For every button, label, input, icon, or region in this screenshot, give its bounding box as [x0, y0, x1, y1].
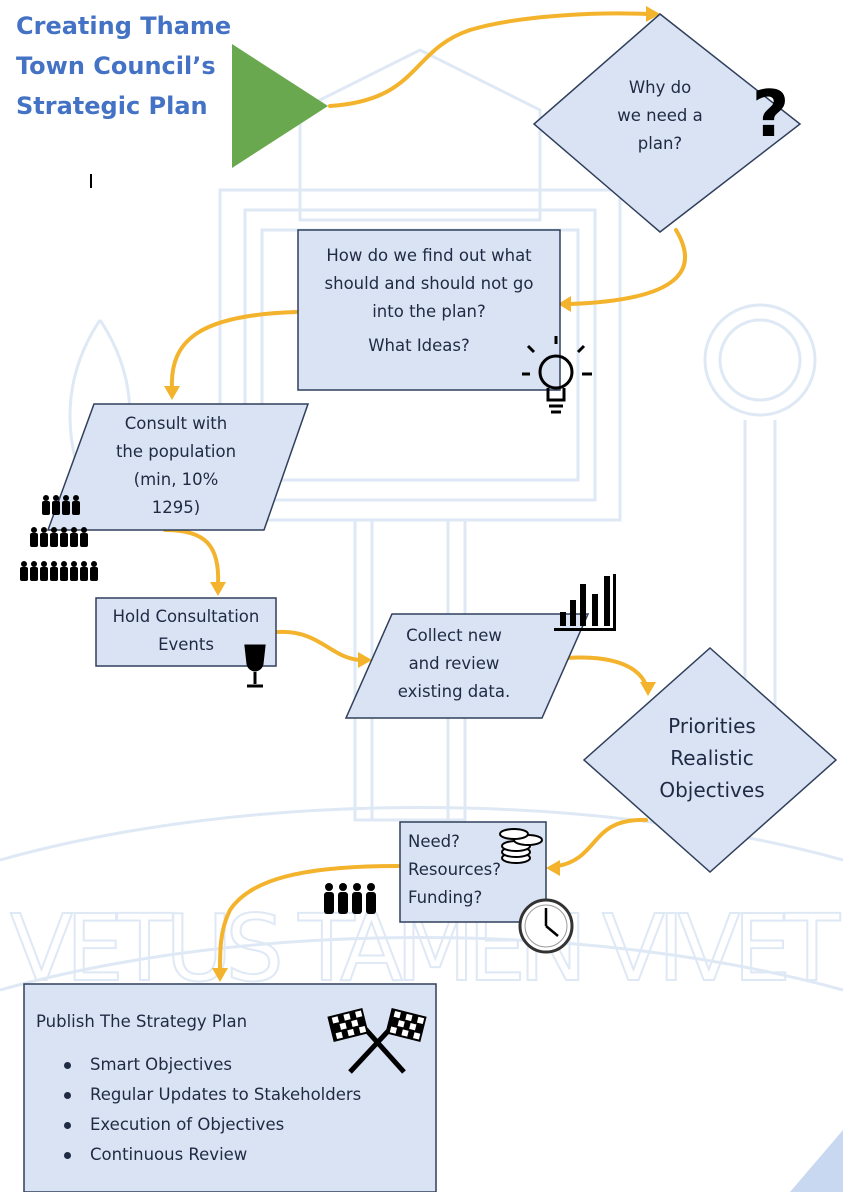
why-diamond: [532, 13, 802, 233]
consult-line: Consult with: [124, 414, 228, 433]
bar-chart-icon: [554, 574, 616, 631]
connector-priorities-to-need: [556, 817, 648, 868]
collect-line: existing data.: [397, 682, 511, 701]
consult-line: the population: [115, 442, 237, 461]
lightbulb-icon: [522, 336, 592, 414]
publish-title: Publish The Strategy Plan: [36, 1012, 248, 1031]
arrowhead-publish: [212, 968, 228, 982]
collect-label: Collect new and review existing data.: [384, 622, 524, 706]
consult-line: (min, 10%: [133, 470, 219, 489]
priorities-line: Objectives: [659, 778, 765, 802]
connector-consult-to-events: [163, 528, 221, 587]
arrowhead-need: [546, 860, 560, 876]
arrowhead-find: [558, 296, 571, 312]
find-box: [297, 229, 561, 391]
connector-why-to-find: [568, 228, 687, 306]
arrowhead-consult: [164, 386, 180, 400]
connector-collect-to-priorities: [564, 655, 648, 687]
clock-icon: [518, 898, 574, 954]
collect-line: Collect new: [406, 626, 502, 645]
publish-list: Smart Objectives Regular Updates to Stak…: [60, 1050, 361, 1170]
publish-box: [23, 983, 437, 1192]
title-line: Strategic Plan: [16, 92, 208, 120]
need-line: Resources?: [408, 860, 502, 879]
title-line: Town Council’s: [16, 52, 216, 80]
why-line: we need a: [617, 106, 703, 125]
find-line: should and should not go: [324, 274, 534, 293]
arrowhead-priorities: [640, 682, 656, 696]
arrowhead-collect: [358, 652, 372, 668]
checkered-flags-icon: [327, 1008, 427, 1074]
consult-label: Consult with the population (min, 10% 12…: [96, 410, 256, 522]
crowd-icon: [20, 495, 98, 581]
arrowhead-events: [210, 582, 226, 596]
connector-find-to-consult: [169, 310, 298, 390]
connector-need-to-publish: [218, 864, 400, 972]
find-line: into the plan?: [372, 302, 486, 321]
find-label: How do we find out what should and shoul…: [298, 242, 560, 360]
list-item: Smart Objectives: [60, 1050, 361, 1080]
consult-line: 1295): [151, 498, 201, 517]
events-line: Events: [158, 635, 214, 654]
priorities-label: Priorities Realistic Objectives: [630, 710, 794, 806]
priorities-line: Realistic: [670, 746, 754, 770]
arrowhead-why: [646, 6, 660, 22]
why-label: Why do we need a plan?: [590, 74, 730, 158]
need-line: Need?: [408, 832, 460, 851]
collect-line: and review: [408, 654, 500, 673]
connector-events-to-collect: [276, 629, 362, 662]
text-cursor: [90, 174, 92, 188]
priorities-diamond: [582, 646, 838, 874]
why-line: Why do: [628, 78, 692, 97]
connector-start-to-why: [328, 11, 650, 108]
why-line: plan?: [637, 134, 683, 153]
events-label: Hold Consultation Events: [96, 603, 276, 659]
collect-parallelogram: [344, 613, 590, 719]
people-icon: [324, 883, 376, 914]
list-item: Regular Updates to Stakeholders: [60, 1080, 361, 1110]
question-mark-icon: ?: [752, 78, 790, 152]
coins-icon: [499, 828, 543, 864]
list-item: Execution of Objectives: [60, 1110, 361, 1140]
need-label: Need? Resources? Funding?: [408, 828, 518, 912]
title-line: Creating Thame: [16, 12, 232, 40]
start-triangle-icon: [232, 44, 328, 168]
page-title: Creating Thame Town Council’s Strategic …: [16, 6, 236, 126]
consult-parallelogram: [46, 403, 310, 531]
need-line: Funding?: [408, 888, 483, 907]
events-line: Hold Consultation: [112, 607, 260, 626]
list-item: Continuous Review: [60, 1140, 361, 1170]
find-line: How do we find out what: [326, 246, 532, 265]
find-line: What Ideas?: [368, 336, 470, 355]
priorities-line: Priorities: [668, 714, 756, 738]
wine-glass-icon: [244, 644, 266, 688]
